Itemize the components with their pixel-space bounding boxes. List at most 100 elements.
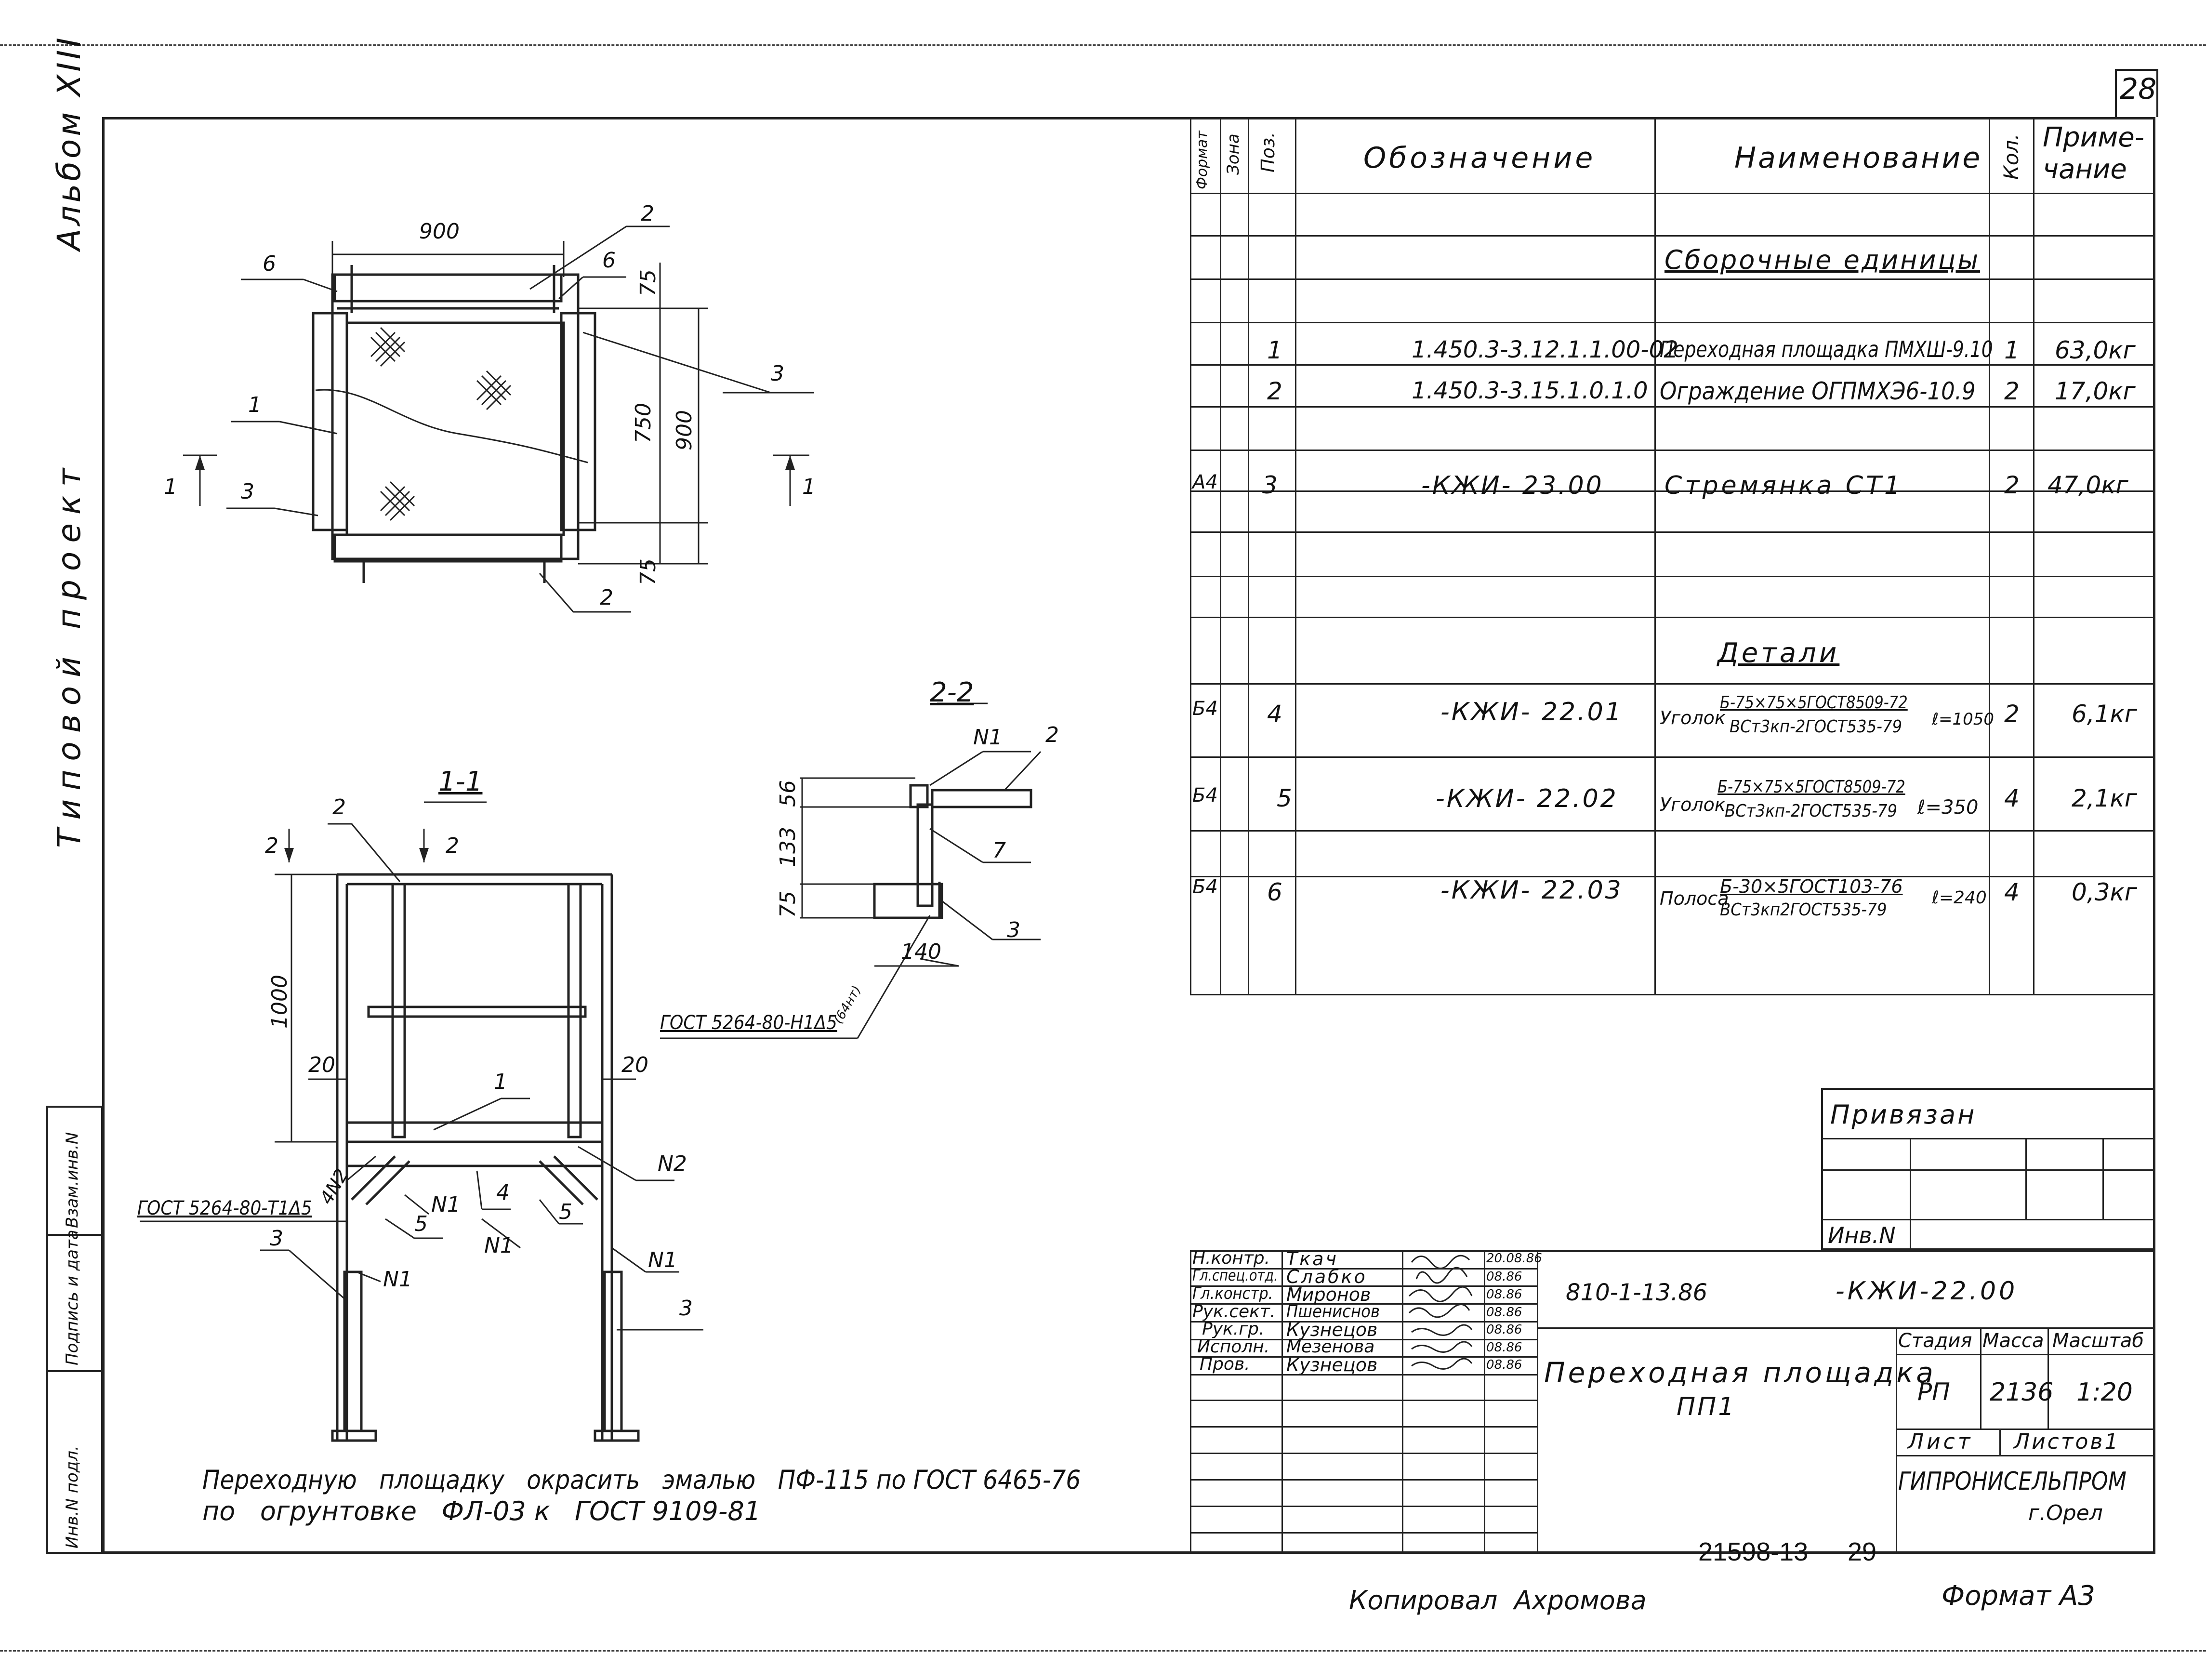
section-2-2-dim-140: 140 — [901, 939, 941, 964]
row-5-name-top: Б-75×75×5ГОСТ8509-72 — [1717, 777, 1905, 797]
tb-date-3: 08.86 — [1486, 1305, 1522, 1320]
section-assemblies: Сборочные единицы — [1664, 245, 1981, 275]
section-1-1-leader-5-a: 5 — [414, 1212, 428, 1236]
tb-mass: 2136 — [1990, 1378, 2054, 1407]
row-6-name-bottom: ВСт3кп2ГОСТ535-79 — [1720, 900, 1887, 920]
tb-signatures — [1408, 1255, 1473, 1370]
section-2-2-dim-56: 56 — [776, 780, 800, 807]
plan-leader-6-right: 6 — [602, 248, 616, 273]
tb-role-0: Н.контр. — [1192, 1248, 1270, 1268]
tb-project-code: 810-1-13.86 — [1566, 1279, 1708, 1306]
tb-doc-code: -КЖИ-22.00 — [1836, 1277, 2018, 1306]
tb-name-5: Мезенова — [1286, 1337, 1375, 1357]
footer-inventory: 21598-13 — [1698, 1537, 1809, 1566]
top-border-line — [0, 44, 2206, 46]
tb-stage-label: Стадия — [1898, 1330, 1972, 1352]
row-6-pos: 6 — [1267, 878, 1282, 906]
row-1-designation: 1.450.3-3.12.1.1.00-02 — [1412, 336, 1678, 363]
plan-leader-2-bottom: 2 — [600, 585, 613, 610]
plan-section-mark-right: 1 — [802, 475, 816, 499]
row-5-pos: 5 — [1277, 784, 1292, 812]
section-1-1-leader-2: 2 — [332, 795, 346, 820]
row-4-length: ℓ=1050 — [1932, 710, 1995, 729]
row-1-name: Переходная площадка ПМХШ-9.10 — [1660, 336, 1993, 362]
row-2-name: Ограждение ОГПМХЭ6-10.9 — [1660, 377, 1976, 405]
row-4-format: Б4 — [1192, 698, 1218, 720]
section-details: Детали — [1717, 637, 1840, 669]
privyazan-block: Привязан Инв.N — [1821, 1088, 2155, 1250]
tb-name-1: Слабко — [1286, 1266, 1367, 1287]
row-5-format: Б4 — [1192, 784, 1218, 807]
section-2-2-leader-n1: N1 — [973, 725, 1003, 750]
row-6-format: Б4 — [1192, 876, 1218, 898]
row-1-qty: 1 — [2004, 336, 2020, 364]
row-3-qty: 2 — [2004, 471, 2020, 499]
header-note: Приме- чание — [2043, 122, 2144, 185]
row-5-designation: -КЖИ- 22.02 — [1436, 784, 1618, 813]
tb-title-line-1: Переходная площадка — [1544, 1356, 1936, 1389]
plan-leader-2-top: 2 — [641, 201, 654, 226]
plan-section-mark-left: 1 — [164, 475, 177, 499]
sheet-number: 28 — [2120, 72, 2157, 106]
section-2-2-dim-133: 133 — [776, 827, 800, 867]
tb-role-5: Исполн. — [1197, 1337, 1270, 1357]
row-2-qty: 2 — [2004, 377, 2020, 405]
row-6-name-prefix: Полоса — [1660, 888, 1729, 909]
row-1-pos: 1 — [1267, 336, 1282, 364]
tb-date-0: 20.08.86 — [1486, 1251, 1542, 1266]
section-1-1-leader-n1-b: N1 — [484, 1233, 514, 1258]
tb-title-line-2: ПП1 — [1677, 1392, 1736, 1421]
footer-format: Формат А3 — [1942, 1580, 2095, 1612]
sheet-number-box — [2115, 69, 2158, 117]
row-1-note: 63,0кг — [2055, 336, 2136, 364]
tb-name-3: Пшениснов — [1286, 1302, 1380, 1322]
section-2-2-leader-3: 3 — [1007, 918, 1020, 942]
section-2-2-leader-7: 7 — [992, 838, 1006, 863]
tb-role-6: Пров. — [1200, 1354, 1250, 1374]
plan-leader-6-left: 6 — [263, 251, 276, 276]
section-1-1-leader-n1-a: N1 — [431, 1192, 461, 1217]
tb-name-0: Ткач — [1286, 1248, 1338, 1270]
tb-sheets-label: Листов1 — [2014, 1429, 2120, 1454]
tb-scale-label: Масштаб — [2052, 1330, 2144, 1352]
row-6-designation: -КЖИ- 22.03 — [1440, 876, 1623, 905]
tb-role-1: Гл.спец.отд. — [1192, 1266, 1278, 1284]
section-1-1-leader-3-a: 3 — [270, 1226, 283, 1251]
footer-page: 29 — [1848, 1537, 1877, 1566]
row-4-note: 6,1кг — [2072, 700, 2137, 728]
plan-leader-3-right: 3 — [771, 361, 784, 386]
section-1-1-title: 1-1 — [438, 766, 483, 797]
title-block: Н.контр. Гл.спец.отд. Гл.констр. Рук.сек… — [1190, 1248, 2155, 1554]
drawing-frame — [102, 117, 2155, 1554]
footer-copied-by: Копировал Ахромова — [1349, 1585, 1647, 1615]
tb-stage: РП — [1917, 1378, 1950, 1406]
row-2-pos: 2 — [1267, 377, 1282, 405]
tb-role-2: Гл.констр. — [1192, 1284, 1273, 1303]
bottom-border-line — [0, 1650, 2206, 1652]
section-1-1-leader-n2: N2 — [658, 1151, 687, 1176]
plan-dim-top: 900 — [419, 219, 460, 244]
tb-org: ГИПРОНИСЕЛЬПРОМ — [1898, 1467, 2127, 1496]
tb-date-1: 08.86 — [1486, 1270, 1522, 1284]
header-name: Наименование — [1734, 141, 1982, 175]
row-3-name: Стремянка СТ1 — [1664, 471, 1903, 500]
paint-note-line-2: по огрунтовке ФЛ-03 к ГОСТ 9109-81 — [202, 1496, 761, 1526]
privyazan-inv: Инв.N — [1828, 1222, 1896, 1248]
row-6-qty: 4 — [2004, 878, 2020, 906]
row-3-designation: -КЖИ- 23.00 — [1421, 471, 1604, 500]
row-4-name-top: Б-75×75×5ГОСТ8509-72 — [1720, 693, 1908, 713]
row-2-note: 17,0кг — [2055, 377, 2136, 405]
row-5-name-prefix: Уголок — [1660, 794, 1726, 815]
tb-date-2: 08.86 — [1486, 1287, 1522, 1302]
tb-date-6: 08.86 — [1486, 1358, 1522, 1372]
tb-date-4: 08.86 — [1486, 1323, 1522, 1337]
section-1-1-cut-left: 2 — [265, 833, 278, 858]
section-1-1-dim-right: 20 — [621, 1053, 648, 1077]
section-2-2-dim-75: 75 — [776, 891, 800, 918]
tb-city: г.Орел — [2028, 1501, 2103, 1525]
tb-role-3: Рук.сект. — [1192, 1302, 1276, 1322]
section-1-1-leader-n1-d: N1 — [383, 1267, 412, 1292]
